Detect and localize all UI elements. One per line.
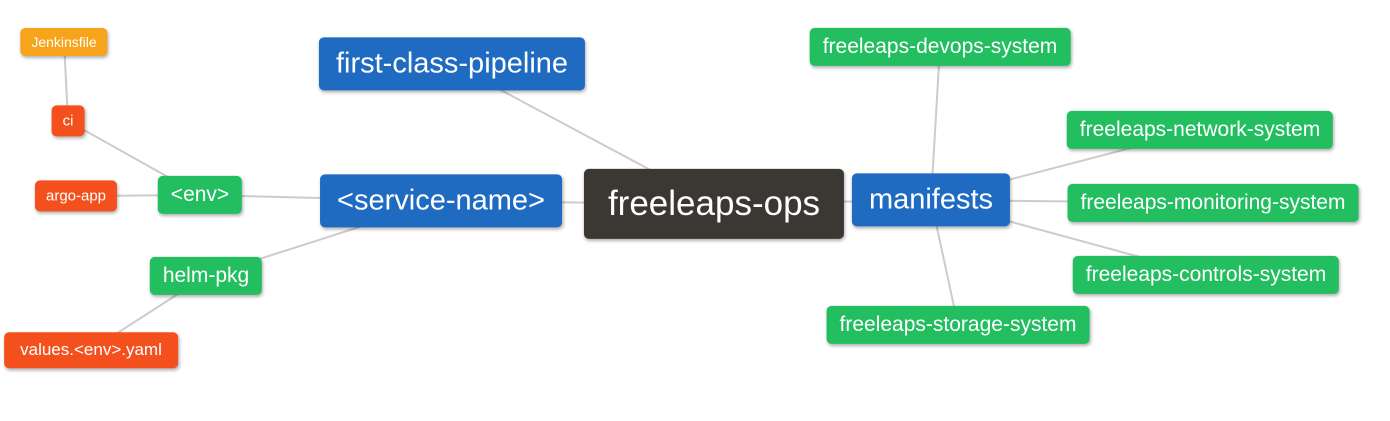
node-values-env-yaml[interactable]: values.<env>.yaml <box>4 332 178 368</box>
node-freeleaps-devops-system[interactable]: freeleaps-devops-system <box>809 27 1071 67</box>
node-freeleaps-controls-system[interactable]: freeleaps-controls-system <box>1072 255 1340 295</box>
node-argo-app[interactable]: argo-app <box>34 180 118 212</box>
node-service-name[interactable]: <service-name> <box>320 174 562 228</box>
node-jenkinsfile[interactable]: Jenkinsfile <box>20 27 108 57</box>
node-ci[interactable]: ci <box>51 105 85 137</box>
node-freeleaps-monitoring-system[interactable]: freeleaps-monitoring-system <box>1067 183 1359 223</box>
node-freeleaps-storage-system[interactable]: freeleaps-storage-system <box>826 305 1090 345</box>
node-freeleaps-ops[interactable]: freeleaps-ops <box>583 168 845 240</box>
node-helm-pkg[interactable]: helm-pkg <box>149 256 263 296</box>
node-env[interactable]: <env> <box>157 175 243 215</box>
node-first-class-pipeline[interactable]: first-class-pipeline <box>318 37 586 91</box>
node-manifests[interactable]: manifests <box>851 173 1011 227</box>
node-freeleaps-network-system[interactable]: freeleaps-network-system <box>1066 110 1334 150</box>
